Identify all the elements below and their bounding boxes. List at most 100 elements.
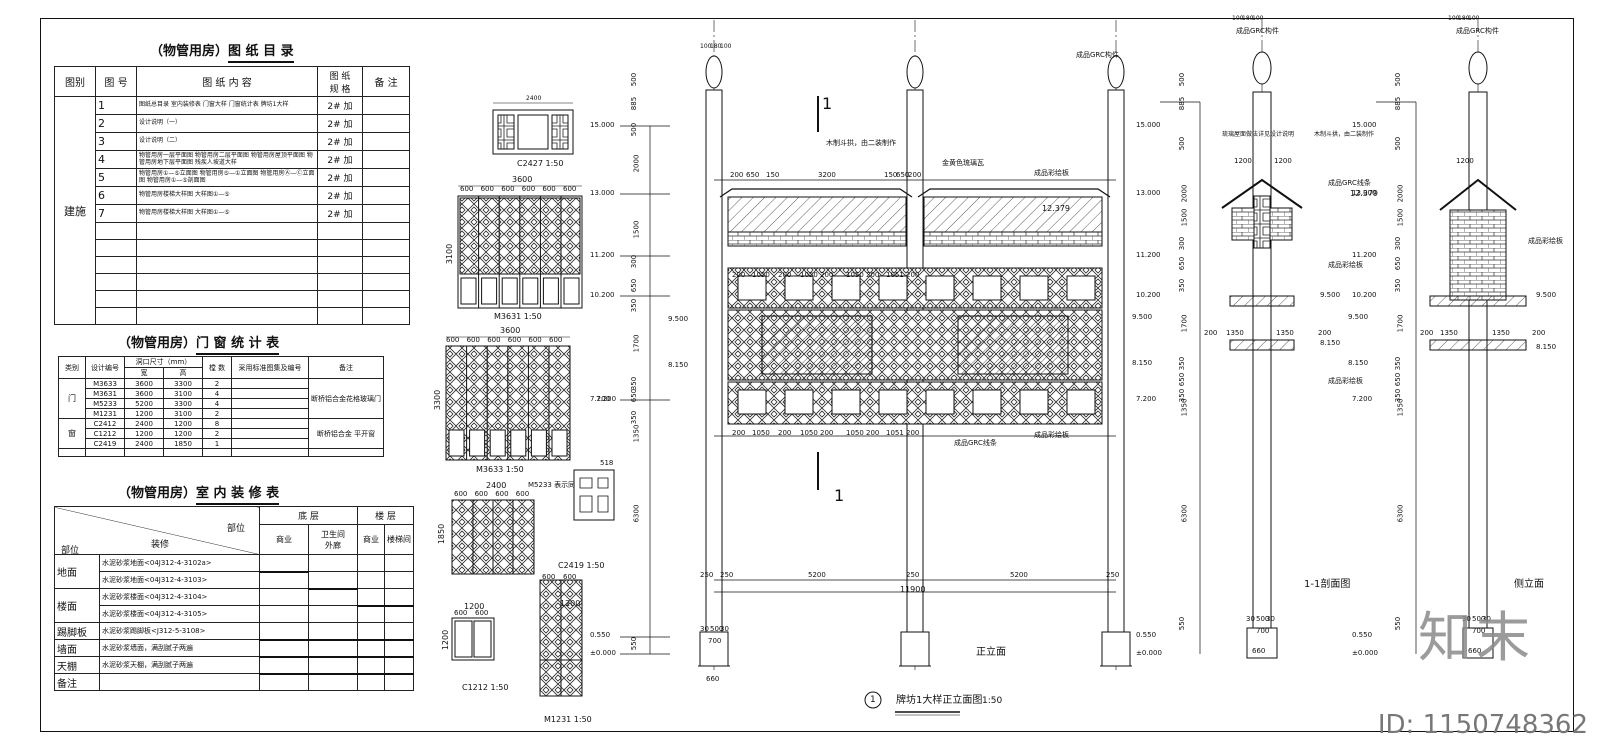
level-label: 7.200 <box>590 395 611 403</box>
level-label: 8.150 <box>1536 343 1557 351</box>
label-grc-top: 成品GRC构件 <box>1076 51 1119 59</box>
label-tile-note: 琉璃屋面做法详见设计说明 <box>1222 131 1295 138</box>
dim-label: 200 <box>732 271 746 279</box>
dim-label: 180 <box>710 43 722 50</box>
level-label: ±0.000 <box>1136 649 1162 657</box>
label-c2427: C2427 1:50 <box>517 159 564 168</box>
dim-label: 1051 <box>886 429 904 437</box>
band-panel <box>831 275 861 301</box>
dim-label: 300 <box>1178 236 1187 251</box>
dim-label: 200 <box>1318 329 1332 337</box>
detail-c1212 <box>451 617 495 661</box>
dim-label: 2000 <box>632 154 641 173</box>
dim-label: 660 <box>706 675 720 683</box>
directory-title: （物管用房）图 纸 目 录 <box>150 40 294 63</box>
finish-mark-cell <box>384 673 414 691</box>
dim-label: 1200 <box>1234 157 1252 165</box>
dim-label: 100 <box>1448 15 1460 22</box>
dim-label: 30 <box>1462 615 1471 623</box>
dim-label: 200 <box>1420 329 1434 337</box>
drawing-frame <box>40 18 1574 732</box>
label-c1212: C1212 1:50 <box>462 683 509 692</box>
dim-label: 1350 <box>1276 329 1294 337</box>
door-bottom-panel <box>542 277 559 305</box>
dim-label: 250 <box>906 571 920 579</box>
level-label: 7.200 <box>1352 395 1373 403</box>
level-12379: 12.379 <box>1042 204 1070 213</box>
label-color-board2: 成品彩绘板 <box>1034 431 1069 439</box>
dim-m3631: 3600 <box>512 175 533 184</box>
dim-label: 300 <box>630 254 639 269</box>
dim-label: 1350 <box>1492 329 1510 337</box>
level-label: 11.200 <box>1352 251 1377 259</box>
dim-c1212: 1200 <box>464 602 485 611</box>
level-guides <box>620 125 670 655</box>
dim-label: 180 <box>1458 15 1470 22</box>
dim-label: 1350 <box>1180 398 1189 417</box>
dim-label: 500 <box>1394 136 1403 151</box>
dim-label: 250 <box>700 571 714 579</box>
label-m5233: M5233 表示同 <box>528 481 576 489</box>
band-panel <box>878 389 908 415</box>
dim-label: 30 <box>700 625 709 633</box>
band-panel <box>1066 275 1096 301</box>
level-12379-sec: 12.379 <box>1350 189 1378 198</box>
dim-label: 550 <box>1394 616 1403 631</box>
dim-label: 700 <box>1472 627 1486 635</box>
dim-label: 200 <box>866 429 880 437</box>
dim-label: 100 <box>1232 15 1244 22</box>
caption: 牌坊1大样正立面图 <box>896 695 983 706</box>
door-bottom-panel <box>469 429 486 457</box>
dim-label: 1200 <box>1456 157 1474 165</box>
label-color-board4: 成品彩绘板 <box>1328 377 1363 385</box>
dim-label: 500 <box>630 122 639 137</box>
level-label: 13.000 <box>590 189 615 197</box>
door-bottom-panel <box>510 429 527 457</box>
dim-label: 600 <box>521 185 536 193</box>
archway-column <box>705 89 723 636</box>
dim-label: 1050 <box>846 271 864 279</box>
dim-label: 500 <box>1256 615 1270 623</box>
dim-label: 30 <box>1246 615 1255 623</box>
dim-label: 350 <box>1394 356 1403 371</box>
dim-3300: 3300 <box>433 389 443 411</box>
door-bottom-panel <box>460 277 477 305</box>
band-panel <box>878 275 908 301</box>
label-glaze-tile: 金黄色琉璃瓦 <box>942 159 984 167</box>
band-panel <box>972 389 1002 415</box>
level-label: 9.500 <box>668 315 689 323</box>
dim-label: 600 <box>446 336 460 344</box>
dim-label: 600 <box>542 185 556 193</box>
dim-label: 1350 <box>1226 329 1244 337</box>
band-panel <box>784 389 814 415</box>
dim-label: 600 <box>454 490 468 498</box>
archway-section <box>1160 20 1303 660</box>
band-panel <box>1066 389 1096 415</box>
label-front: 正立面 <box>976 647 1006 658</box>
dim-label: 1350 <box>1396 398 1405 417</box>
section-mark-top: 1 <box>822 94 833 113</box>
label-side: 侧立面 <box>1514 579 1544 590</box>
level-label: 10.200 <box>1352 291 1377 299</box>
dim-label: 600 <box>501 185 515 193</box>
dim-label: 350 <box>630 410 639 425</box>
detail-m5233-profile <box>573 469 615 521</box>
finish-part: 地面 <box>54 554 100 589</box>
dim-label: 650 <box>1178 372 1187 387</box>
dim-label: 500 <box>1472 615 1486 623</box>
dim-label: 600 <box>542 573 556 581</box>
dim-label: 885 <box>1394 96 1403 111</box>
dim-label: 200 <box>820 271 834 279</box>
label-color-board: 成品彩绘板 <box>1034 169 1069 177</box>
label-wood-bracket2: 木制斗拱，由二装制作 <box>1314 131 1375 138</box>
level-label: 0.550 <box>1352 631 1373 639</box>
dim-label: 350 <box>1394 278 1403 293</box>
level-label: 13.000 <box>1136 189 1161 197</box>
dim-label: 500 <box>1178 136 1187 151</box>
door-bottom-panel <box>522 277 539 305</box>
dw-empty <box>308 448 384 457</box>
column-base <box>1101 631 1131 667</box>
dim-label: 650 <box>630 278 639 293</box>
label-grc-cap: 成品GRC构件 <box>1236 27 1279 35</box>
